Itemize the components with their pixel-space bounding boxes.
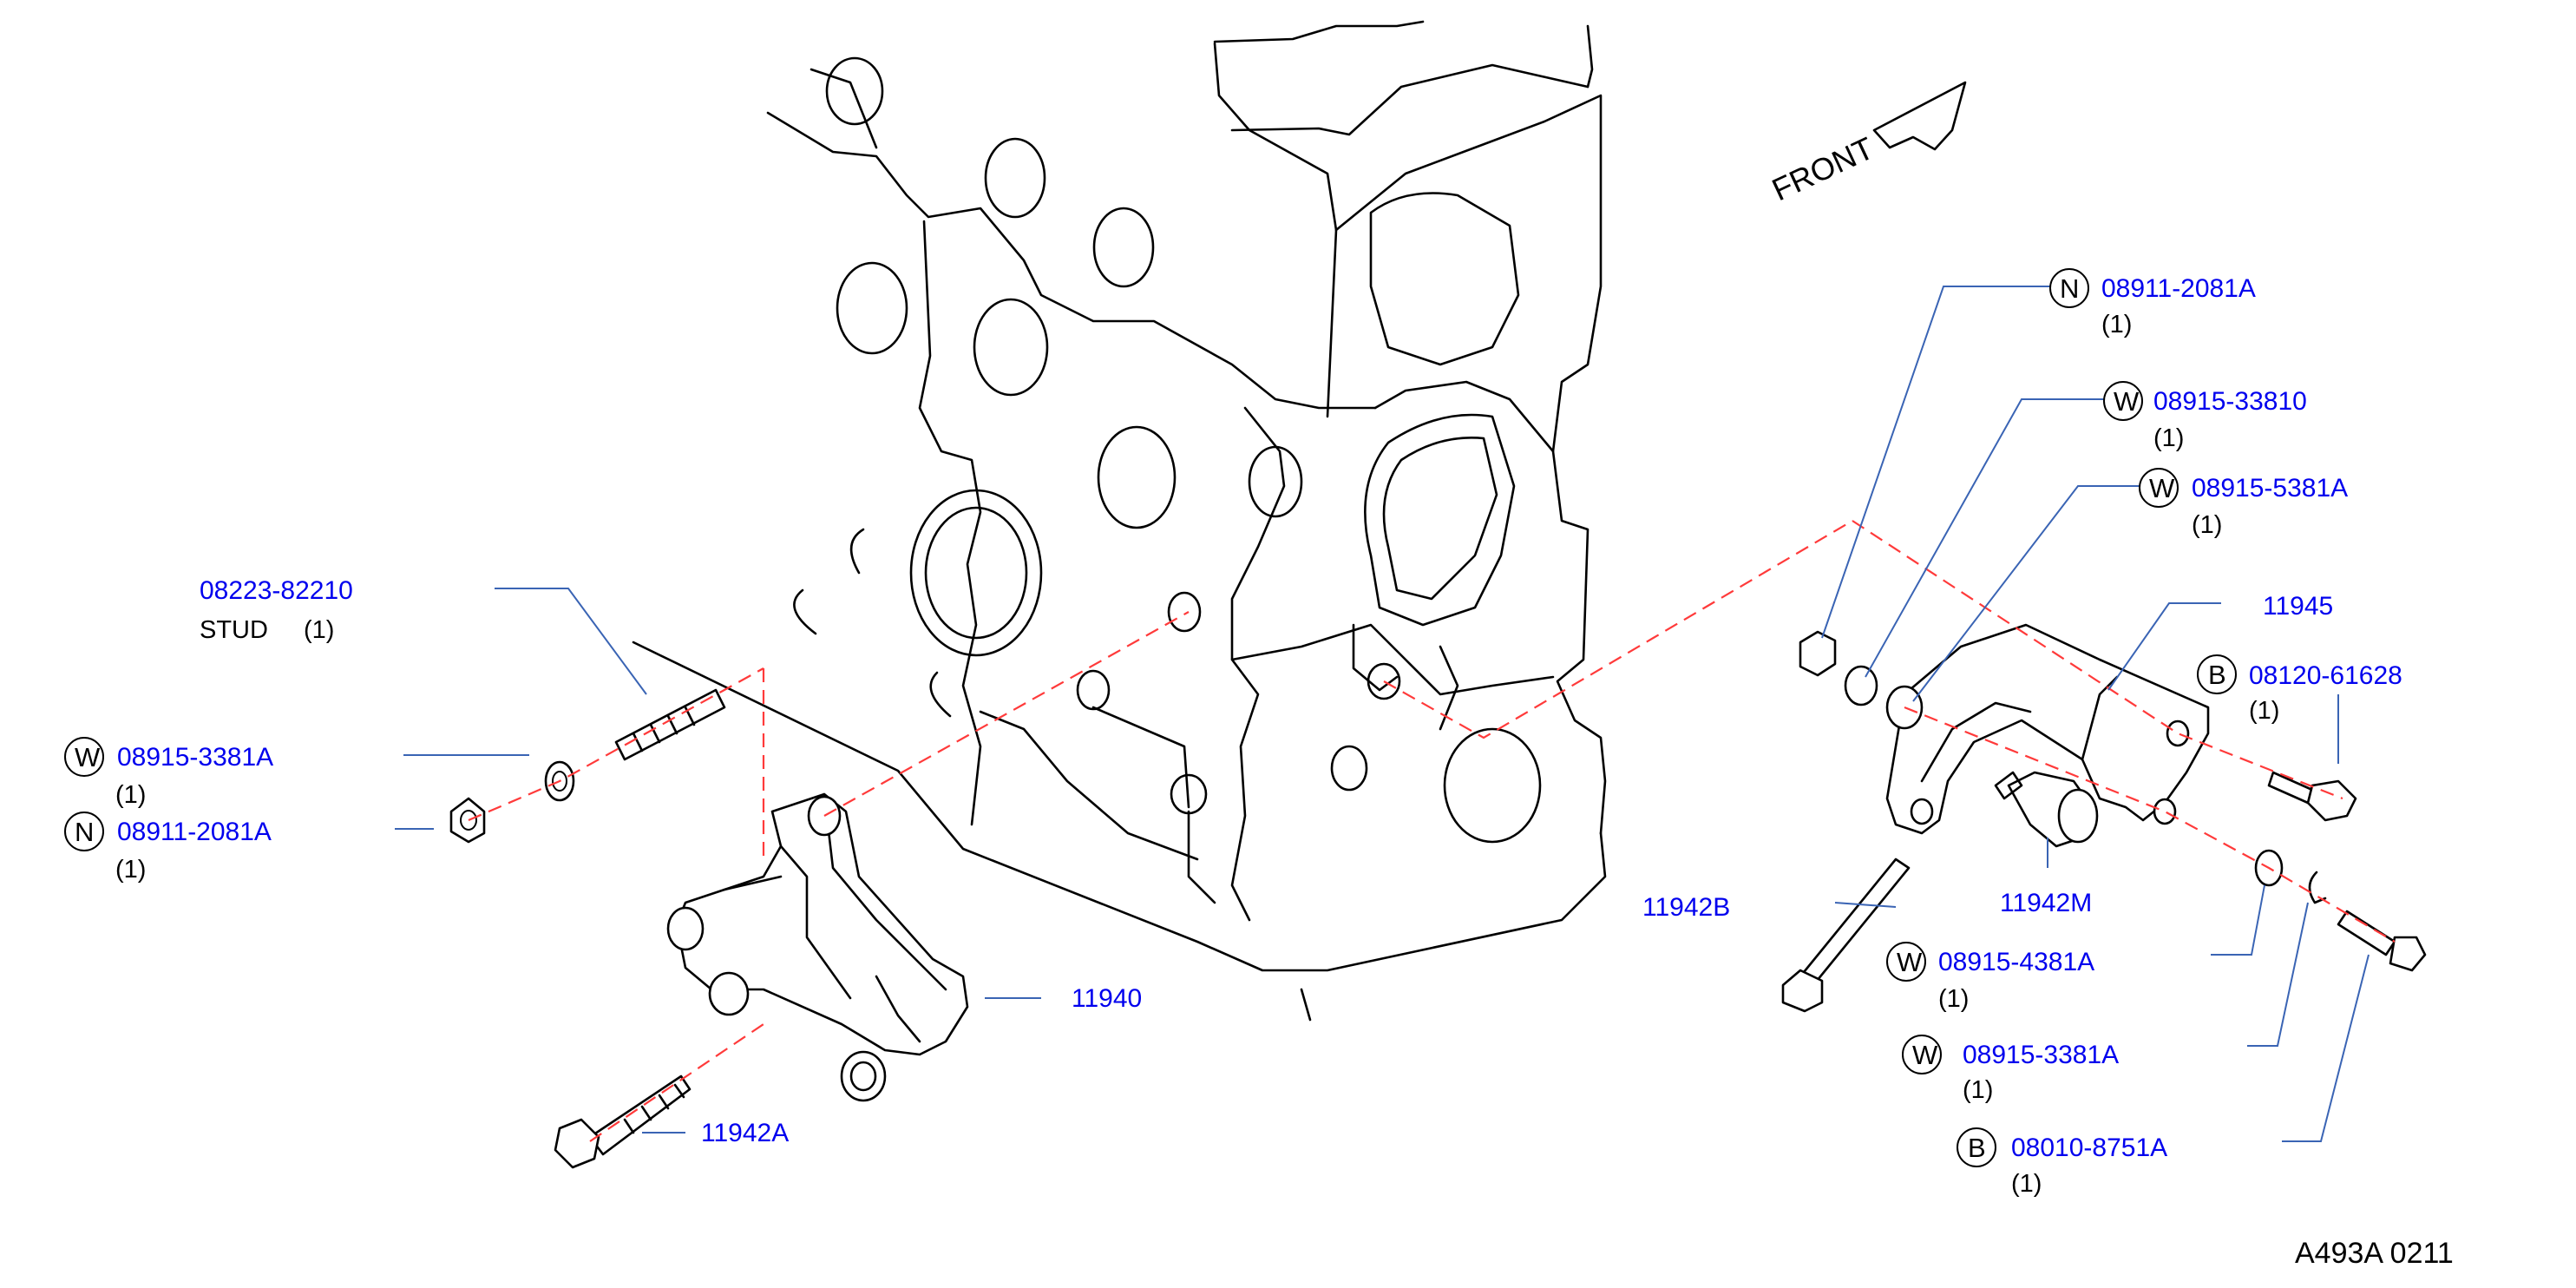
bolt-symbol-icon: B <box>1968 1133 1986 1163</box>
nut-symbol-icon: N <box>2060 273 2079 304</box>
part-number: 08911-2081A <box>117 818 272 846</box>
part-number: 08915-4381A <box>1938 948 2094 976</box>
bolt-08120-61628-drawing <box>2267 771 2357 822</box>
stud-drawing <box>614 688 726 761</box>
left-mount-hardware-illustration <box>449 688 969 1169</box>
callout-washer-4381A: W 08915-4381A (1) <box>1886 942 2094 1013</box>
assembly-alignment-lines <box>468 520 2396 1142</box>
callout-spacer-11942M: 11942M <box>2000 889 2092 917</box>
callout-bracket-11940: 11940 <box>1072 984 1142 1013</box>
lock-washer-drawing <box>2308 871 2327 904</box>
quantity: (1) <box>2101 311 2132 338</box>
bolt-11942A-drawing <box>554 1074 692 1169</box>
front-label: FRONT <box>1766 130 1879 208</box>
quantity: (1) <box>2192 511 2222 539</box>
bracket-11940-drawing <box>666 792 969 1102</box>
engine-block-illustration <box>632 20 1607 1022</box>
part-number: 11942A <box>701 1119 789 1147</box>
part-number: 08915-33810 <box>2153 387 2307 416</box>
part-number: 11942B <box>1642 893 1730 922</box>
washer-symbol-icon: W <box>2114 386 2140 417</box>
callout-nut-right: N 08911-2081A (1) <box>2049 268 2256 338</box>
quantity: (1) <box>1938 985 1969 1013</box>
callout-washer-33810: W 08915-33810 (1) <box>2103 381 2307 452</box>
quantity: (1) <box>115 781 146 809</box>
front-arrow-icon <box>1872 81 1967 151</box>
right-mount-hardware-illustration <box>1781 623 2427 1013</box>
leader-lines <box>395 286 2370 1142</box>
part-number: 11945 <box>2263 592 2333 621</box>
nut-left-drawing <box>449 797 486 844</box>
callout-bracket-11945: 11945 <box>2263 592 2333 621</box>
washer-symbol-icon: W <box>1897 947 1923 977</box>
bolt-08010-8751A-drawing <box>2337 910 2427 972</box>
callout-stud: 08223-82210 STUD (1) <box>200 576 353 644</box>
part-number: 08223-82210 <box>200 576 353 605</box>
part-name: STUD <box>200 616 268 644</box>
quantity: (1) <box>1963 1076 1993 1104</box>
quantity: (1) <box>2153 424 2184 452</box>
callout-bolt-08010-8751A: B 08010-8751A (1) <box>1957 1127 2167 1198</box>
quantity: (1) <box>115 856 146 884</box>
front-direction-indicator: FRONT <box>1766 81 1967 208</box>
bracket-11945-drawing <box>1885 623 2210 835</box>
callout-nut-left: N 08911-2081A (1) <box>64 812 272 884</box>
callout-washer-3381A-right: W 08915-3381A (1) <box>1902 1035 2119 1104</box>
nut-symbol-icon: N <box>75 817 94 847</box>
washer-symbol-icon: W <box>2149 473 2175 503</box>
part-number: 11942M <box>2000 889 2092 917</box>
washer-symbol-icon: W <box>1912 1040 1938 1070</box>
callout-bolt-11942B: 11942B <box>1642 893 1730 922</box>
quantity: (1) <box>304 616 334 644</box>
diagram-code: A493A 0211 <box>2295 1237 2454 1270</box>
quantity: (1) <box>2249 697 2279 725</box>
washer-symbol-icon: W <box>75 742 101 772</box>
nut-right-drawing <box>1799 630 1837 677</box>
callout-washer-5381A: W 08915-5381A (1) <box>2139 468 2348 539</box>
part-number: 08915-3381A <box>1963 1041 2119 1069</box>
callout-bolt-11942A: 11942A <box>701 1119 789 1147</box>
part-number: 11940 <box>1072 984 1142 1013</box>
bolt-11942B-drawing <box>1781 858 1911 1013</box>
bolt-symbol-icon: B <box>2208 660 2226 690</box>
spacer-11942M-drawing <box>1994 771 2099 848</box>
callout-washer-left: W 08915-3381A (1) <box>64 737 273 809</box>
part-number: 08915-3381A <box>117 743 273 772</box>
part-number: 08010-8751A <box>2011 1134 2167 1162</box>
part-number: 08915-5381A <box>2192 474 2348 503</box>
part-number: 08911-2081A <box>2101 274 2256 303</box>
part-number: 08120-61628 <box>2249 661 2402 690</box>
quantity: (1) <box>2011 1170 2042 1198</box>
callout-bolt-08120-61628: B 08120-61628 (1) <box>2197 654 2402 725</box>
washer-33810-drawing <box>1844 665 1878 706</box>
